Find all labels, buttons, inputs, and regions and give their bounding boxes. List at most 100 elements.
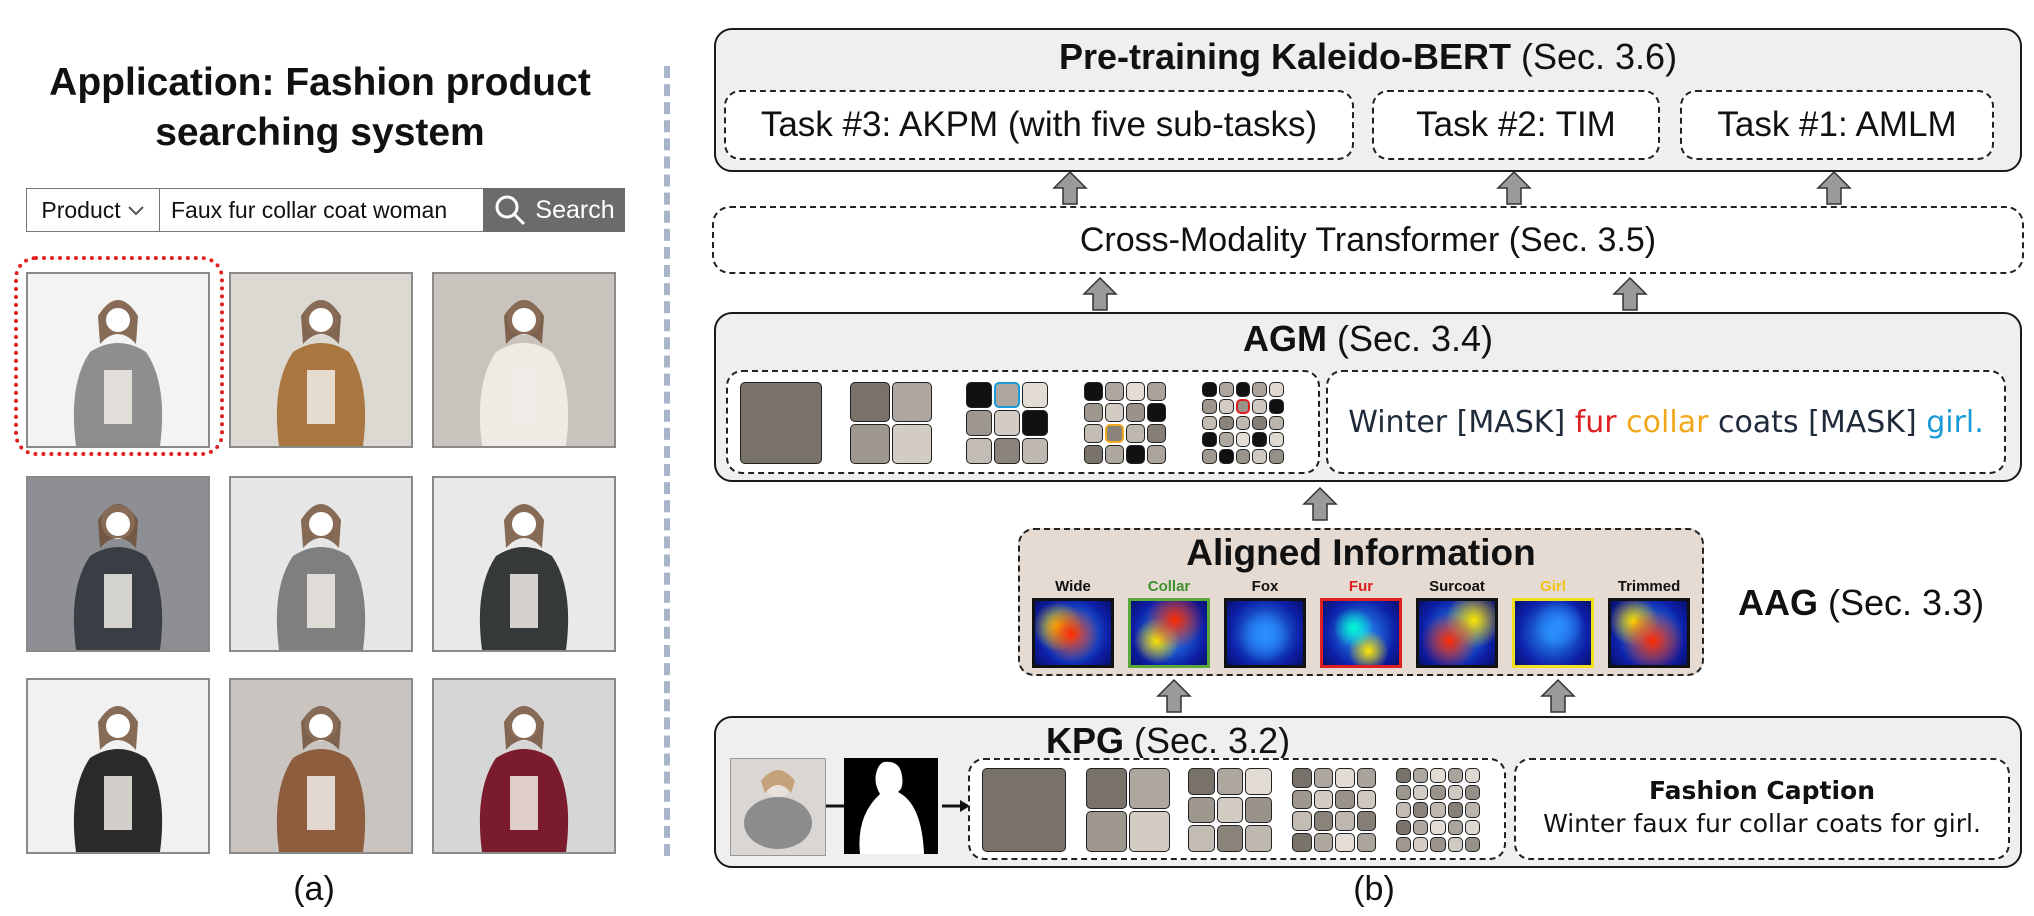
arrow-up-icon [1612,276,1648,311]
agm-panel: AGM (Sec. 3.4) Winter [MASK] fur collar … [714,312,2022,482]
caption-word: Winter [MASK] [1348,404,1575,440]
image-patch [1202,398,1217,414]
image-patch [1126,403,1145,422]
image-patch [1430,768,1446,784]
image-patch [1105,445,1124,464]
caption-word: girl. [1926,404,1984,440]
image-patch [994,382,1020,408]
patch-grid-1x1 [740,382,822,464]
image-patch [1447,802,1463,818]
image-patch [1235,432,1251,448]
image-patch [1129,811,1170,852]
result-image[interactable] [26,678,210,854]
image-patch [1269,398,1284,414]
image-patch [1218,382,1234,397]
image-patch [1129,768,1170,809]
category-label: Product [41,196,121,223]
heatmap-label: Surcoat [1429,578,1485,595]
patch-grid-1x1 [982,768,1066,852]
attention-heatmap [1128,598,1210,668]
attention-heatmap [1320,598,1402,668]
kpg-input-image [730,758,826,856]
result-image[interactable] [432,678,616,854]
kpg-patch-groups [968,758,1506,860]
search-button[interactable]: Search [483,188,625,232]
application-title: Application: Fashion product searching s… [49,61,591,154]
task-tim: Task #2: TIM [1372,90,1660,160]
image-patch [1430,785,1446,801]
image-patch [1147,403,1166,422]
image-patch [740,382,822,464]
image-patch [1235,415,1251,431]
image-patch [1235,449,1251,464]
result-image[interactable] [229,476,413,652]
image-patch [1252,432,1268,448]
cross-modality-transformer: Cross-Modality Transformer (Sec. 3.5) [712,206,2024,274]
search-button-label: Search [535,195,615,224]
image-patch [1245,825,1272,852]
image-patch [1396,802,1412,818]
image-patch [1292,811,1312,831]
image-patch [966,438,992,464]
image-patch [1218,449,1234,464]
image-patch [850,424,890,464]
result-image[interactable] [432,476,616,652]
attention-heatmap [1032,598,1114,668]
patch-grid-4x4 [1292,768,1376,852]
patch-grid-3x3 [1188,768,1272,852]
result-image[interactable] [26,272,210,448]
image-patch [1313,832,1333,852]
image-patch [994,410,1020,436]
result-image[interactable] [229,272,413,448]
image-patch [1430,802,1446,818]
arrow-up-icon [1496,170,1532,205]
image-patch [1447,819,1463,835]
image-patch [1022,410,1048,436]
pretraining-title-bold: Pre-training Kaleido-BERT [1058,36,1511,77]
image-patch [1105,424,1124,443]
search-bar: Product Faux fur collar coat woman Searc… [26,188,625,232]
arrow-up-icon [1302,486,1338,521]
patch-grid-2x2 [850,382,932,464]
pretraining-panel: Pre-training Kaleido-BERT (Sec. 3.6) Tas… [714,28,2022,172]
patch-grid-2x2 [1086,768,1170,852]
kpg-panel: KPG (Sec. 3.2) Fashion Caption Winter fa… [714,716,2022,868]
result-image[interactable] [26,476,210,652]
image-patch [1084,445,1103,464]
image-patch [1022,438,1048,464]
image-patch [1105,382,1124,401]
fashion-caption-title: Fashion Caption [1648,776,1875,805]
pretraining-title-section: (Sec. 3.6) [1521,36,1678,77]
agm-title-section: (Sec. 3.4) [1336,318,1494,359]
image-patch [1022,382,1048,408]
image-patch [1396,785,1412,801]
image-patch [1447,768,1463,784]
image-patch [1335,811,1355,831]
image-patch [1396,768,1412,784]
image-patch [1335,832,1355,852]
kpg-title-bold: KPG [1046,720,1125,761]
arrow-right-icon [942,800,970,812]
image-patch [1269,382,1284,397]
image-patch [1356,811,1376,831]
aag-label-bold: AAG [1738,582,1818,623]
patch-grid-5x5 [1202,382,1284,464]
result-image[interactable] [432,272,616,448]
image-patch [1464,785,1480,801]
search-input[interactable]: Faux fur collar coat woman [171,196,448,223]
caption-word: fur [1574,404,1627,440]
image-patch [1252,382,1268,397]
image-patch [1413,768,1429,784]
attention-heatmap [1224,598,1306,668]
category-dropdown[interactable]: Product [27,189,160,231]
image-patch [1269,449,1284,464]
image-patch [1218,415,1234,431]
image-patch [1292,768,1312,788]
image-patch [1396,836,1412,852]
result-image[interactable] [229,678,413,854]
patch-grid-5x5 [1396,768,1480,852]
image-patch [1202,382,1217,397]
image-patch [1252,415,1268,431]
agm-patch-groups [726,370,1320,474]
image-patch [1447,836,1463,852]
